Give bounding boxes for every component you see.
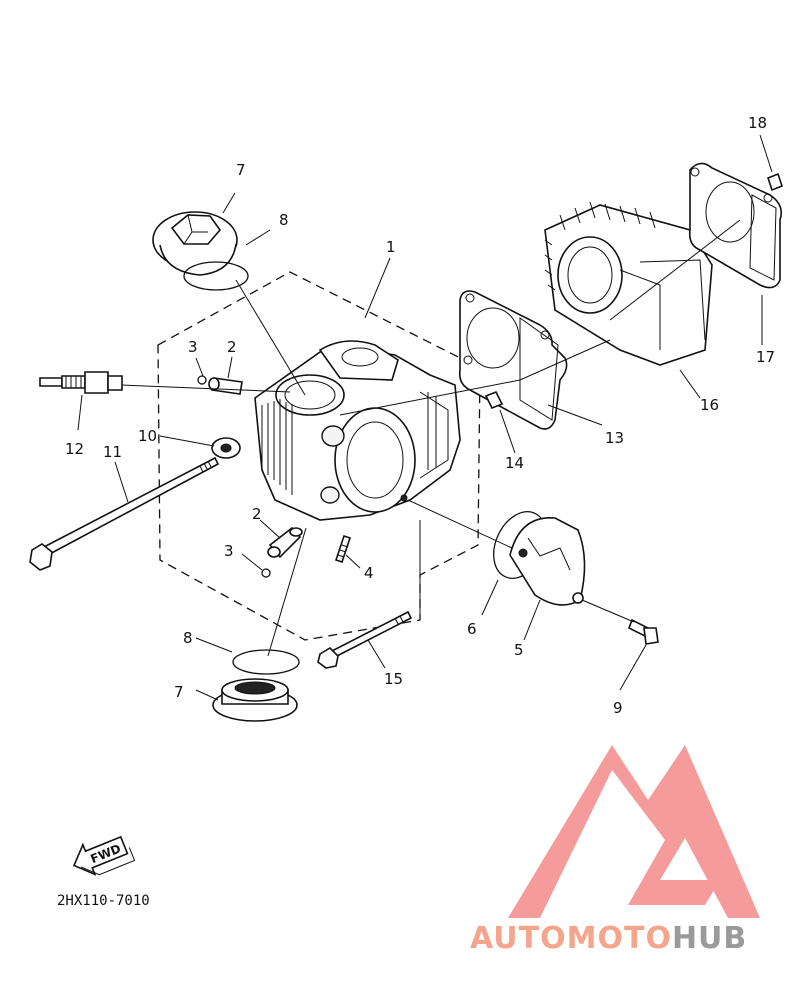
- stud: [334, 534, 352, 564]
- callout-16: 16: [700, 396, 719, 414]
- leader-lines: [77, 134, 773, 701]
- callout-4: 4: [364, 564, 374, 582]
- callout-labels: 1 2 2 3 3 4 5 6 7 7 8 8 9 10 11 12 13 14…: [65, 114, 775, 717]
- callout-7a: 7: [236, 161, 246, 179]
- head-gasket: [458, 290, 568, 430]
- callout-17: 17: [756, 348, 775, 366]
- cylinder-head: [254, 340, 461, 521]
- callout-2a: 2: [227, 338, 237, 356]
- spark-plug: [39, 371, 123, 394]
- callout-11: 11: [103, 443, 122, 461]
- callout-6: 6: [467, 620, 477, 638]
- callout-14: 14: [505, 454, 524, 472]
- cylinder: [544, 201, 713, 366]
- watermark-logo-icon: [508, 745, 760, 918]
- oil-filler-cap-top: [152, 211, 238, 276]
- callout-1: 1: [386, 238, 396, 256]
- long-stud-bolt: [29, 456, 220, 571]
- base-gasket: [688, 162, 783, 289]
- bolt-15: [317, 610, 413, 669]
- callout-18: 18: [748, 114, 767, 132]
- callout-3a: 3: [188, 338, 198, 356]
- o-ring-lower: [232, 649, 300, 675]
- callout-10: 10: [138, 427, 157, 445]
- diagram-code: 2HX110-7010: [57, 893, 150, 909]
- bolt-9: [627, 618, 659, 645]
- dowel-pin-top: [197, 375, 243, 395]
- o-ring-top: [183, 261, 249, 291]
- callout-2b: 2: [252, 505, 262, 523]
- callout-9: 9: [613, 699, 623, 717]
- callout-13: 13: [605, 429, 624, 447]
- washer: [211, 437, 241, 459]
- fwd-arrow: FWD: [72, 835, 136, 876]
- dowel-18: [767, 172, 783, 192]
- valve-cover: [509, 517, 586, 606]
- watermark-text-hub: HUB: [672, 921, 747, 956]
- watermark-text-main: AUTOMOTO: [470, 921, 672, 956]
- callout-8b: 8: [183, 629, 193, 647]
- callout-3b: 3: [224, 542, 234, 560]
- callout-7b: 7: [174, 683, 184, 701]
- oil-filler-cap-lower: [212, 678, 298, 722]
- watermark-text: AUTOMOTOHUB: [470, 921, 747, 956]
- dowel-pin-lower: [261, 526, 303, 578]
- callout-12: 12: [65, 440, 84, 458]
- callout-5: 5: [514, 641, 524, 659]
- callout-15: 15: [384, 670, 403, 688]
- callout-8a: 8: [279, 211, 289, 229]
- dowel-14: [484, 390, 504, 410]
